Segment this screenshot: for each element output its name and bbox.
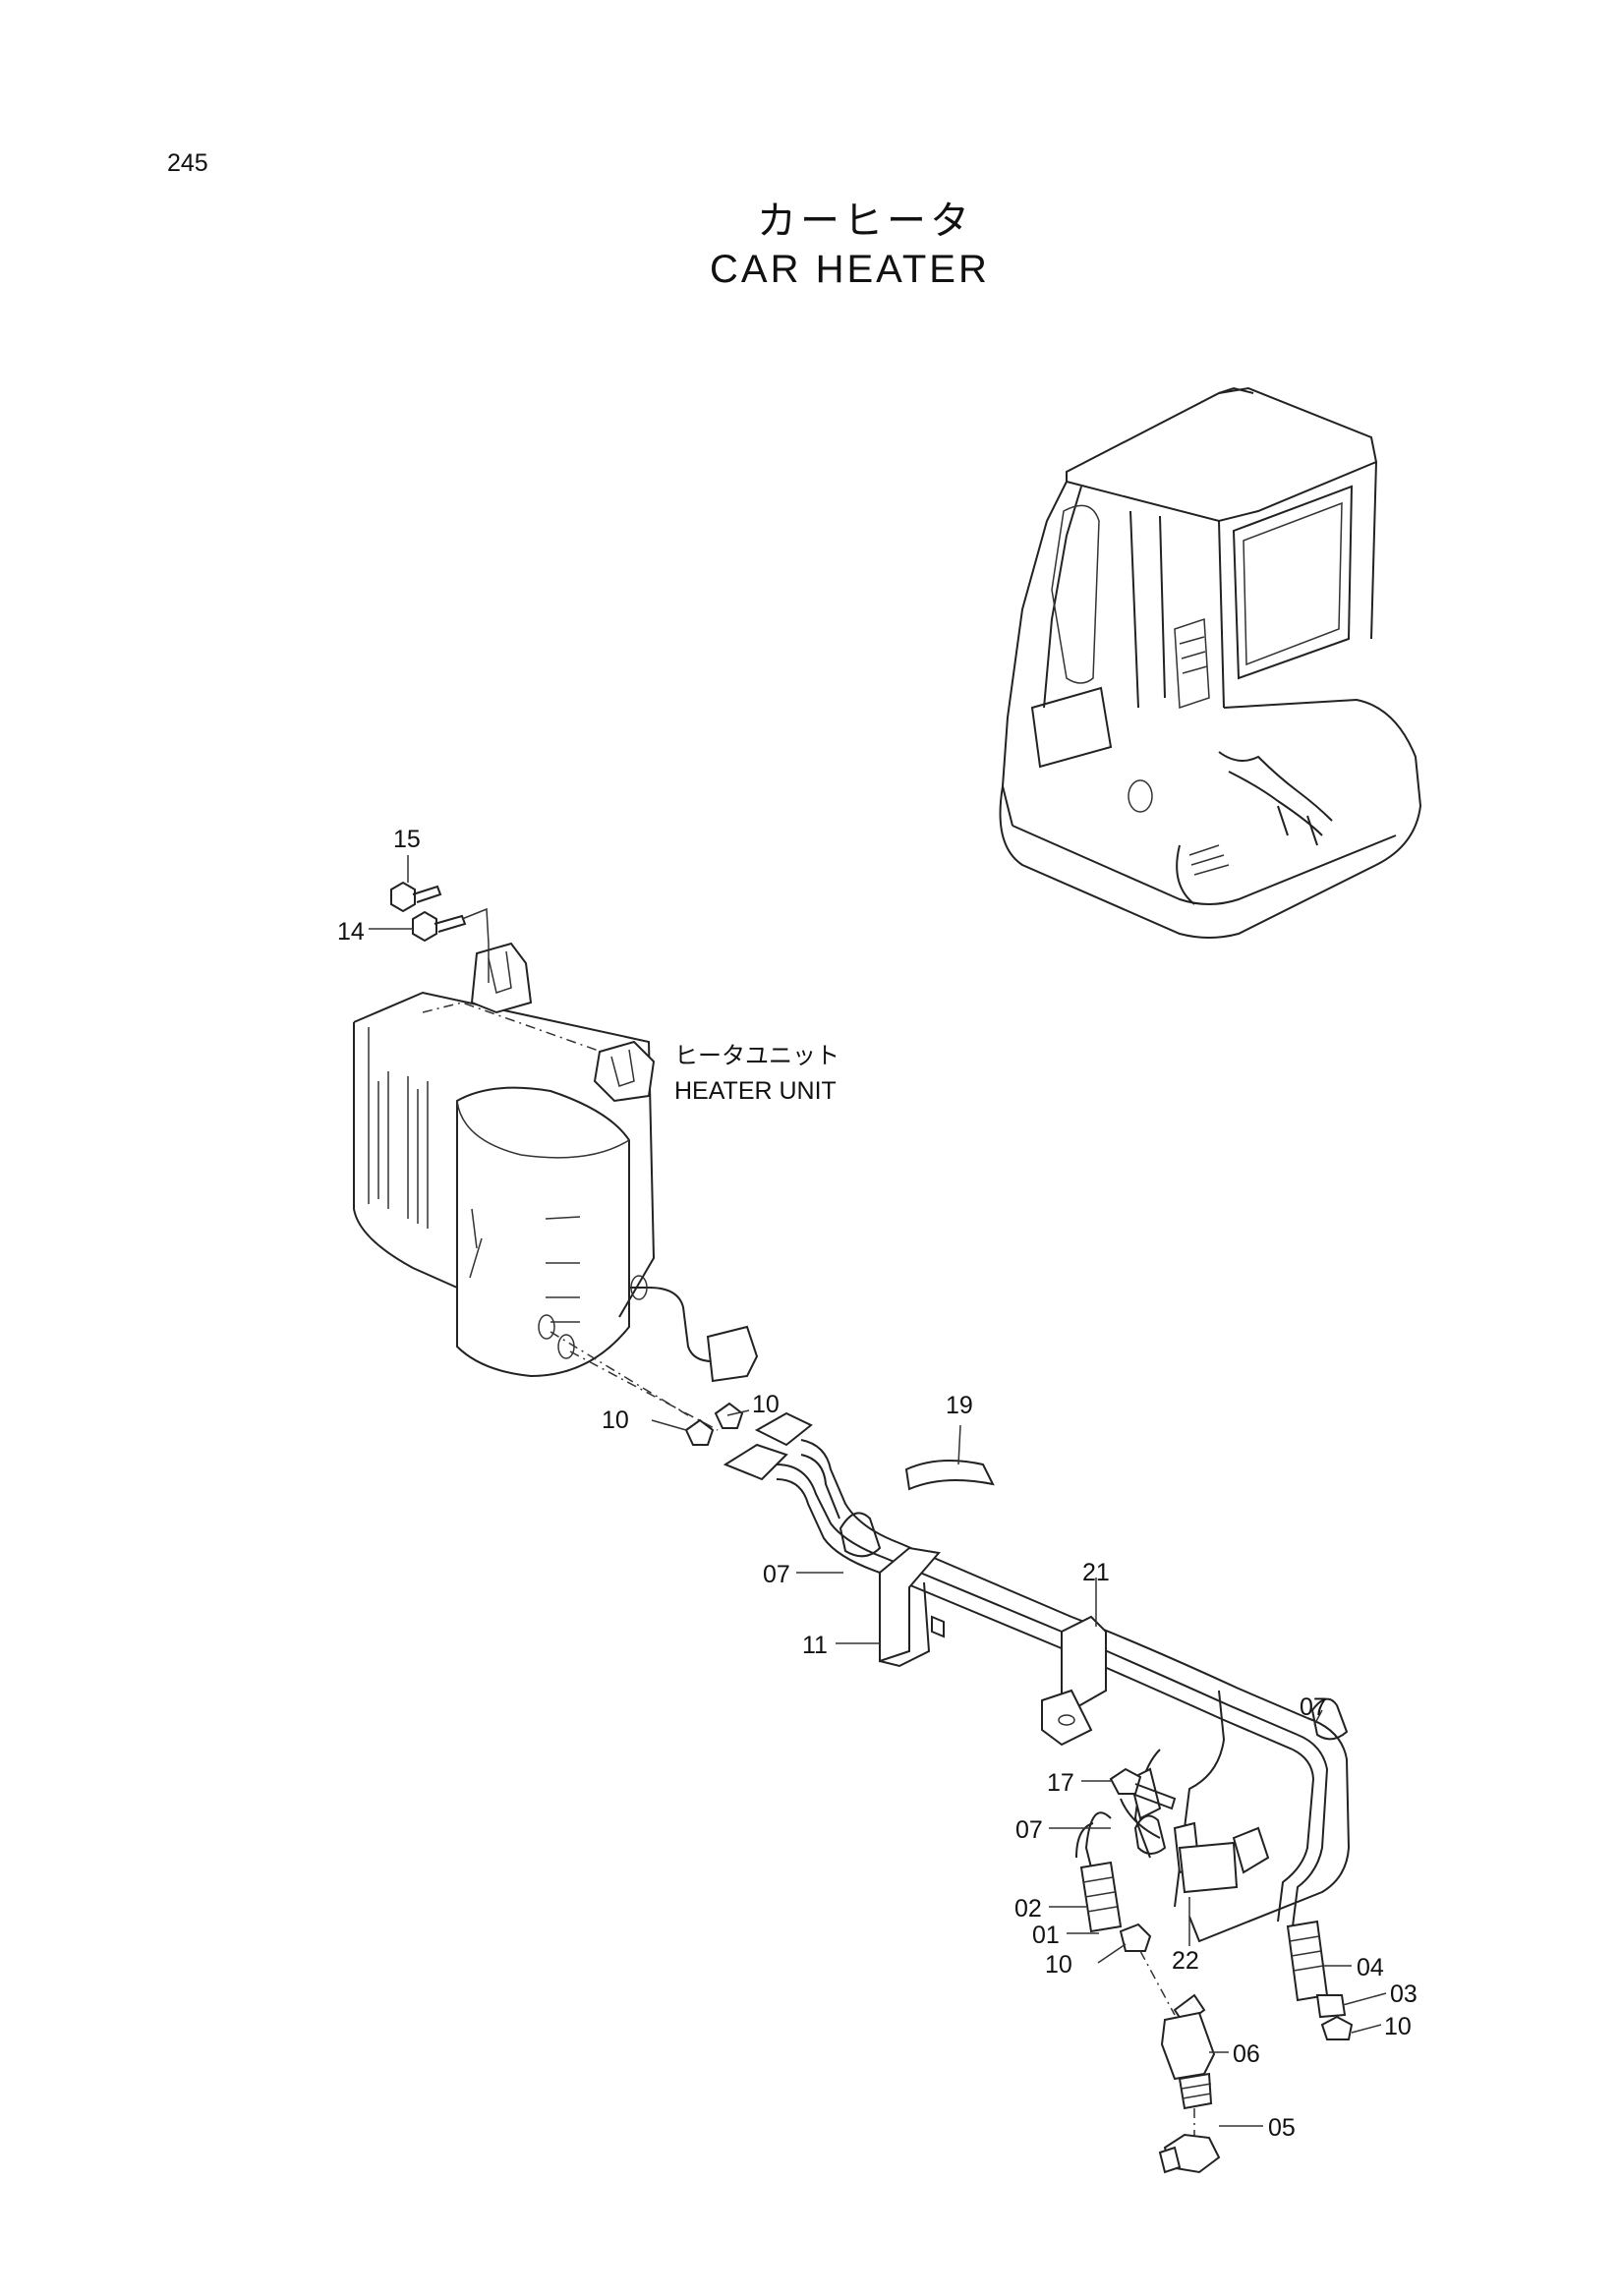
clamps-and-brackets	[839, 1460, 1349, 1894]
heater-unit-label-english: HEATER UNIT	[674, 1077, 837, 1105]
hose-and-pipe-routing	[684, 1402, 1354, 2174]
callout-04: 04	[1357, 1954, 1384, 1981]
callout-14: 14	[337, 918, 365, 946]
callout-07: 07	[1015, 1816, 1043, 1844]
callout-10: 10	[602, 1406, 629, 1434]
assembly-label: ヒータユニット HEATER UNIT	[674, 1042, 839, 1105]
callout-05: 05	[1268, 2114, 1296, 2142]
page-title-english: CAR HEATER	[710, 248, 990, 291]
heater-unit-label-japanese: ヒータユニット	[674, 1042, 839, 1069]
callout-10: 10	[1384, 2013, 1412, 2040]
heater-unit-illustration	[353, 942, 759, 1431]
callout-10: 10	[1045, 1951, 1072, 1979]
callout-11: 11	[802, 1632, 828, 1659]
callout-01: 01	[1032, 1922, 1060, 1949]
callout-07: 07	[763, 1561, 790, 1588]
callout-leader-lines	[369, 855, 1387, 2127]
bolt-parts-14-15	[390, 881, 490, 983]
callout-21: 21	[1082, 1559, 1110, 1586]
callout-15: 15	[393, 826, 421, 853]
callout-22: 22	[1172, 1947, 1199, 1975]
callout-03: 03	[1390, 1980, 1418, 2008]
callout-06: 06	[1233, 2040, 1260, 2068]
callout-10: 10	[752, 1391, 780, 1418]
cab-overview-illustration	[999, 386, 1422, 939]
part-callouts: 15 14 10 10 19 07 21 11 07 17 07 02 01 1…	[337, 826, 1418, 2142]
callout-07: 07	[1300, 1693, 1327, 1721]
callout-02: 02	[1014, 1895, 1042, 1923]
page-title-japanese: カーヒータ	[757, 199, 973, 244]
callout-17: 17	[1047, 1769, 1074, 1797]
callout-19: 19	[946, 1392, 973, 1419]
page-number: 245	[167, 149, 208, 177]
